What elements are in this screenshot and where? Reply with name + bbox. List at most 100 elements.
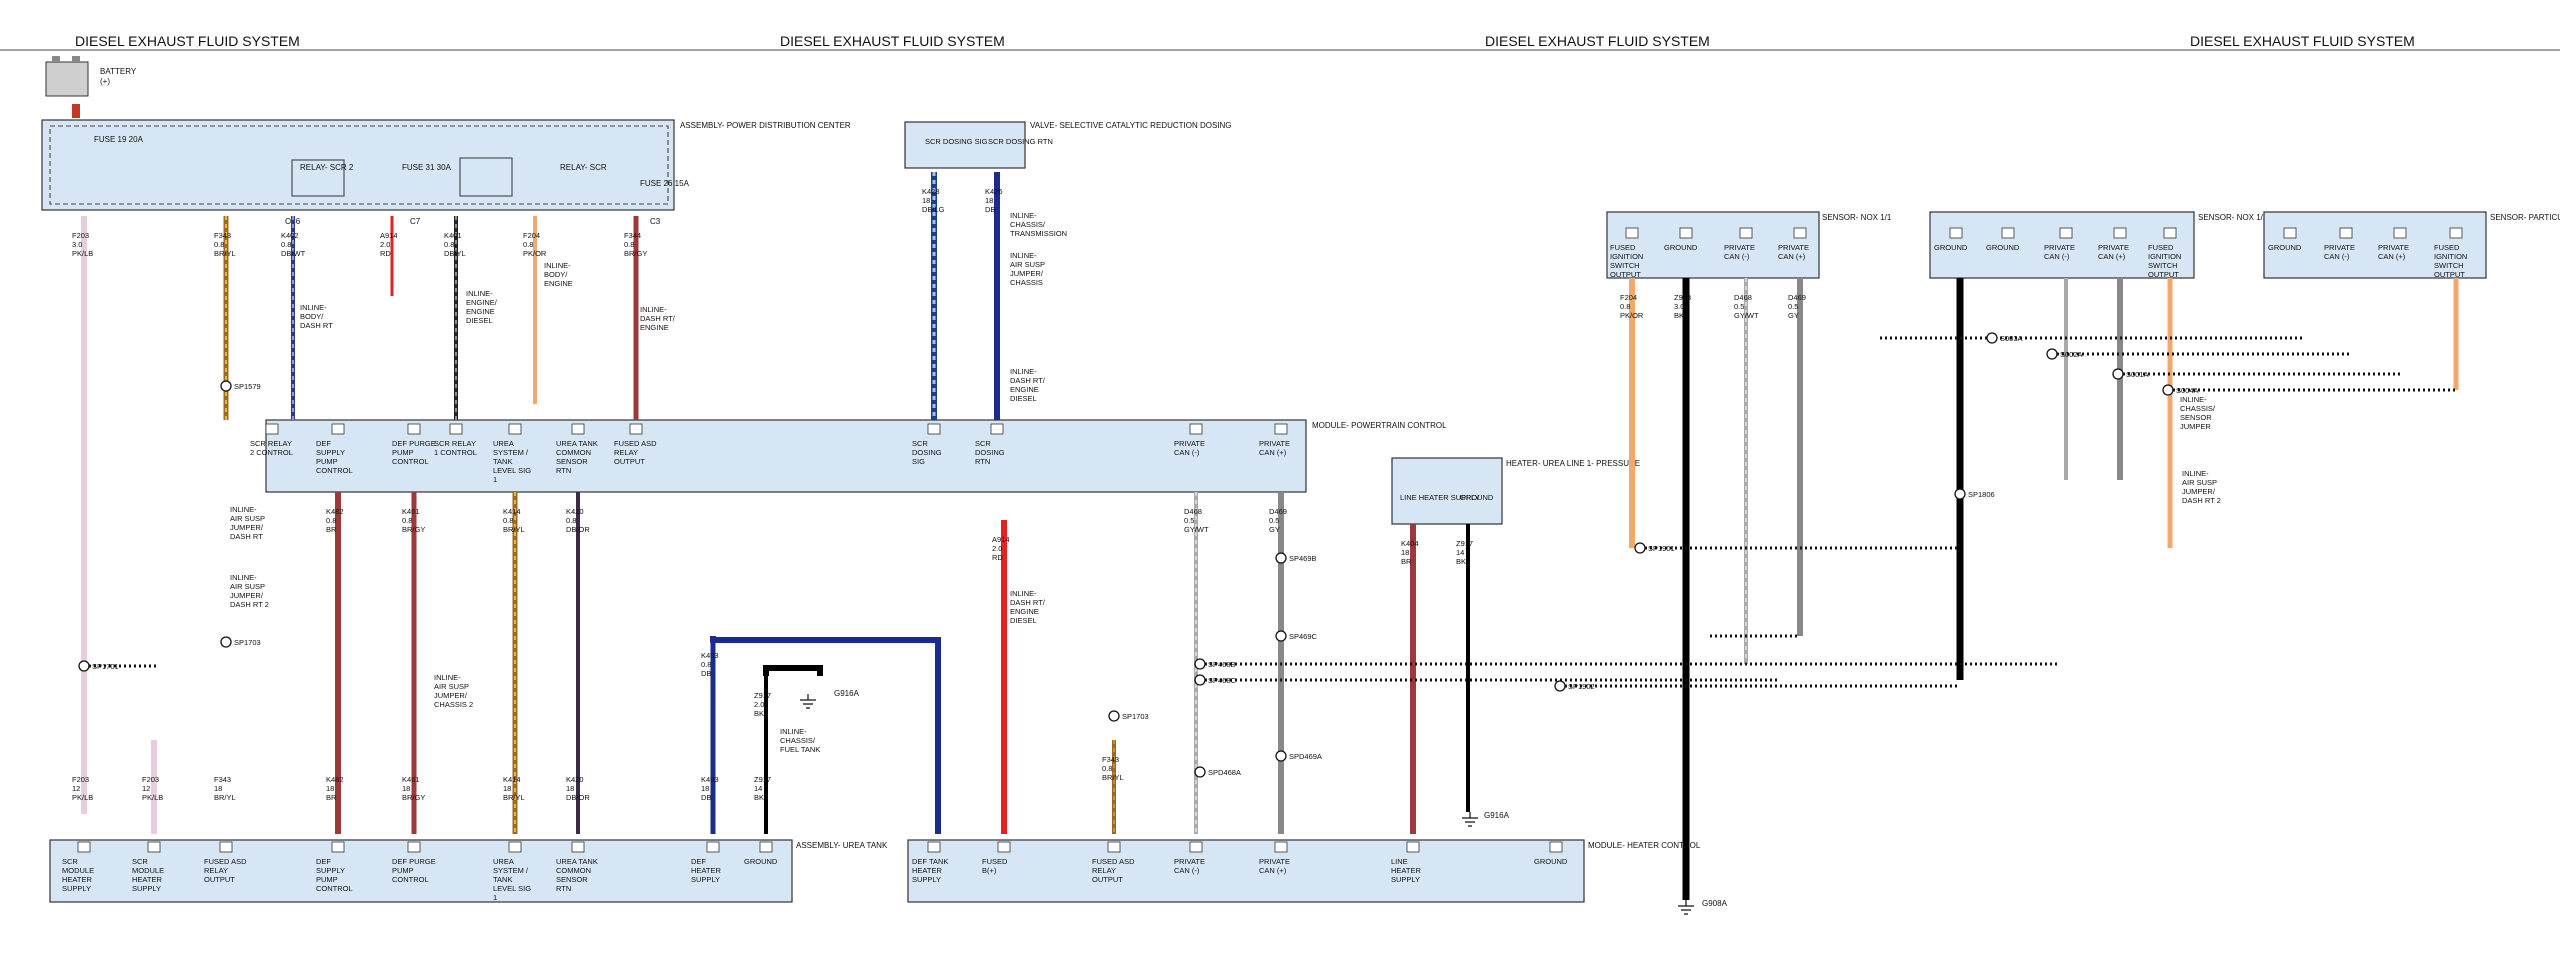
nox2-pin-2: GROUND [1986, 243, 2020, 252]
splice-label: SP1703 [234, 638, 261, 647]
pin-box [2449, 227, 2463, 239]
pdc-fuse-19: FUSE 19 20A [94, 135, 144, 144]
splice-node [220, 380, 232, 392]
pin-box [571, 841, 585, 853]
pin-box [2163, 227, 2177, 239]
pin-box [508, 423, 522, 435]
splice-label: S003A [2000, 334, 2023, 343]
ground-label-1: G916A [834, 689, 860, 698]
pin-box [927, 423, 941, 435]
valve-pin-1: SCR DOSING SIG [925, 137, 988, 146]
pin-box [219, 841, 233, 853]
splice-label: SPD468A [1208, 768, 1241, 777]
heater-module-box [907, 839, 1585, 903]
splice-node [220, 636, 232, 648]
nox1-pin-2: GROUND [1664, 243, 1698, 252]
pin-box [997, 841, 1011, 853]
pin-box [990, 423, 1004, 435]
valve-label: VALVE- SELECTIVE CATALYTIC REDUCTION DOS… [1030, 121, 1232, 130]
pin-box [1406, 841, 1420, 853]
pm-pin-1: GROUND [2268, 243, 2302, 252]
pin-box [407, 423, 421, 435]
header-4: DIESEL EXHAUST FLUID SYSTEM [2190, 33, 2415, 49]
nox2-label: SENSOR- NOX 1/2 [2198, 213, 2268, 222]
inline-connector-label: INLINE-DASH RT/ENGINE [640, 305, 676, 332]
pin-box [2393, 227, 2407, 239]
splice-label: SP1579 [234, 382, 261, 391]
splice-node [2162, 384, 2174, 396]
splice-node [1194, 766, 1206, 778]
ground-icon [1678, 900, 1694, 915]
svg-text:C7: C7 [410, 217, 421, 226]
pin-box [1189, 423, 1203, 435]
pin-box [1274, 423, 1288, 435]
inline-connector-label: INLINE-BODY/ENGINE [544, 261, 573, 288]
nox1-box [1606, 211, 1820, 279]
pdc-box [41, 119, 675, 211]
pcm-label: MODULE- POWERTRAIN CONTROL [1312, 421, 1447, 430]
splice-label: SP469C [1289, 632, 1318, 641]
splice-label: SP468C [1208, 676, 1237, 685]
splice-label: SP1806 [1968, 490, 1995, 499]
splice-node [1194, 674, 1206, 686]
valve-box [904, 121, 1026, 169]
pcm-box [265, 419, 1307, 493]
splice-node [1275, 552, 1287, 564]
pin-box [2339, 227, 2353, 239]
inline-connector-label: INLINE-BODY/DASH RT [300, 303, 333, 330]
urea-tank-label: ASSEMBLY- UREA TANK [796, 841, 888, 850]
pin-box [1949, 227, 1963, 239]
pin-box [1549, 841, 1563, 853]
ground-label-2: G916A [1484, 811, 1510, 820]
svg-text:GROUND: GROUND [1460, 493, 1494, 502]
pin-box [1739, 227, 1753, 239]
urea-tank-box [49, 839, 793, 903]
header-3: DIESEL EXHAUST FLUID SYSTEM [1485, 33, 1710, 49]
nox2-box [1929, 211, 2195, 279]
battery-icon [45, 56, 89, 118]
splice-node [78, 660, 90, 672]
splice-label: S004A [2176, 386, 2199, 395]
